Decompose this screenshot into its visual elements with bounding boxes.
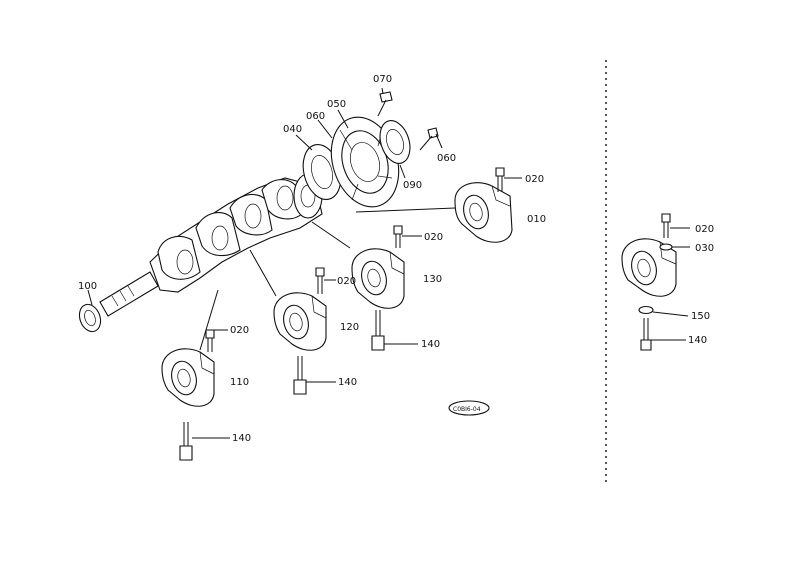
crankshaft <box>99 173 323 317</box>
label-140-b: 140 <box>338 377 357 388</box>
part-130-cap <box>311 221 405 309</box>
right-washer-150 <box>638 305 689 317</box>
label-020-a: 020 <box>525 174 544 185</box>
label-060-right: 060 <box>437 153 456 164</box>
part-140-bolt-b <box>293 356 336 395</box>
label-070: 070 <box>373 74 392 85</box>
label-020-right: 020 <box>695 224 714 235</box>
label-020-b: 020 <box>424 232 443 243</box>
part-110-cap <box>161 289 219 407</box>
label-140-a: 140 <box>421 339 440 350</box>
part-140-bolt-a <box>371 310 418 351</box>
label-010: 010 <box>527 214 546 225</box>
part-100-seal <box>78 289 102 333</box>
part-120-cap <box>249 249 327 351</box>
part-010-cap <box>355 182 513 243</box>
label-050: 050 <box>327 99 346 110</box>
part-060-bolt <box>419 127 443 151</box>
right-washer-030 <box>659 243 690 251</box>
right-bolt-020 <box>661 213 690 238</box>
label-030-right: 030 <box>695 243 714 254</box>
part-050-housing <box>317 109 411 208</box>
part-020-bolt-d <box>205 329 228 352</box>
label-130: 130 <box>423 274 442 285</box>
label-code: C0BI6-04 <box>453 406 481 413</box>
part-140-bolt-c <box>179 422 230 461</box>
label-020-d: 020 <box>230 325 249 336</box>
label-060-top: 060 <box>306 111 325 122</box>
label-020-c: 020 <box>337 276 356 287</box>
label-140-c: 140 <box>232 433 251 444</box>
part-020-bolt-c <box>315 267 336 294</box>
part-020-bolt-a <box>495 167 522 192</box>
label-100: 100 <box>78 281 97 292</box>
label-150-right: 150 <box>691 311 710 322</box>
label-040: 040 <box>283 124 302 135</box>
label-090: 090 <box>403 180 422 191</box>
right-bolt-140 <box>640 318 686 351</box>
label-120: 120 <box>340 322 359 333</box>
part-070-bolt <box>377 87 393 117</box>
right-cap <box>621 238 677 297</box>
label-110: 110 <box>230 377 249 388</box>
part-020-bolt-b <box>393 225 422 248</box>
code-badge <box>448 400 490 416</box>
label-140-right: 140 <box>688 335 707 346</box>
